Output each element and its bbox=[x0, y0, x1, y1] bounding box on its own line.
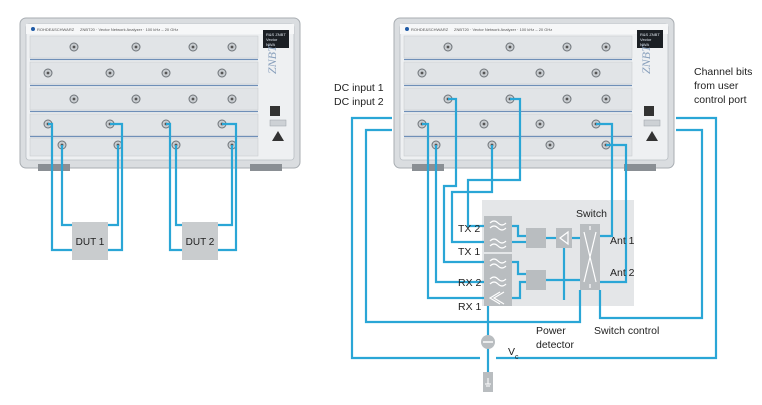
combiner-block bbox=[526, 228, 546, 248]
module-wiring bbox=[350, 97, 718, 372]
brand-label: ROHDE&SCHWARZ bbox=[37, 27, 75, 32]
vc-subscript: c bbox=[515, 354, 519, 361]
model-label: ZNBT20 · Vector Network Analyzer · 100 k… bbox=[454, 27, 552, 32]
display-screen bbox=[637, 30, 663, 48]
channel-bits-label: control port bbox=[694, 94, 747, 106]
dut-label: DUT 2 bbox=[186, 237, 215, 248]
dc-input-2-label: DC input 2 bbox=[334, 96, 384, 108]
switch-icon bbox=[583, 226, 597, 288]
port-indicator-icon bbox=[270, 106, 280, 116]
channel-bits-label: from user bbox=[694, 80, 739, 92]
display-line: NWA bbox=[266, 42, 276, 47]
rs-logo-icon bbox=[31, 27, 35, 31]
warning-icon bbox=[272, 131, 284, 141]
filter-icon bbox=[489, 220, 507, 231]
ground-icon bbox=[485, 378, 491, 387]
port-indicator-icon bbox=[644, 106, 654, 116]
display-line: R&S ZNBT bbox=[266, 32, 286, 37]
amplifier-icon bbox=[488, 291, 505, 305]
combiner-block bbox=[526, 270, 546, 290]
dc-input-1-label: DC input 1 bbox=[334, 82, 384, 94]
switch-block bbox=[580, 224, 600, 290]
display-line: NWA bbox=[640, 42, 650, 47]
channel-bits-label: Channel bits bbox=[694, 66, 752, 78]
display-line: Vector bbox=[640, 37, 652, 42]
filter-icon bbox=[489, 238, 507, 249]
diode-icon bbox=[559, 230, 569, 246]
rx1-label: RX 1 bbox=[458, 301, 482, 313]
rx2-label: RX 2 bbox=[458, 277, 482, 289]
ant2-label: Ant 2 bbox=[610, 267, 635, 279]
dut-label: DUT 1 bbox=[76, 237, 105, 248]
dut-box-2: DUT 2 bbox=[182, 222, 218, 260]
instrument-right: ROHDE&SCHWARZ ZNBT20 · Vector Network An… bbox=[393, 17, 675, 171]
display-line: Vector bbox=[266, 37, 278, 42]
dut-cables bbox=[48, 122, 238, 252]
display-line: R&S ZNBT bbox=[640, 32, 660, 37]
tx2-label: TX 2 bbox=[458, 223, 480, 235]
display-screen bbox=[263, 30, 289, 48]
ant1-label: Ant 1 bbox=[610, 235, 635, 247]
filter-bank bbox=[484, 216, 512, 306]
vc-label: V bbox=[508, 346, 515, 358]
filter-icon bbox=[489, 258, 507, 269]
model-label: ZNBT20 · Vector Network Analyzer · 100 k… bbox=[80, 27, 178, 32]
instrument-left: ROHDE&SCHWARZ ZNBT20 · Vector Network An… bbox=[19, 17, 301, 171]
switch-control-label: Switch control bbox=[594, 325, 659, 337]
brand-label: ROHDE&SCHWARZ bbox=[411, 27, 449, 32]
rs-logo-icon bbox=[405, 27, 409, 31]
svg-text:ZNBT: ZNBT bbox=[639, 44, 653, 74]
switch-label: Switch bbox=[576, 208, 607, 220]
filter-icon bbox=[489, 276, 507, 287]
svg-text:ZNBT: ZNBT bbox=[265, 44, 279, 74]
power-detector-block bbox=[556, 228, 572, 248]
power-detector-label: Power bbox=[536, 325, 566, 337]
tx1-label: TX 1 bbox=[458, 246, 480, 258]
power-detector-label: detector bbox=[536, 339, 574, 351]
voltage-source bbox=[481, 335, 495, 392]
dut-box-1: DUT 1 bbox=[72, 222, 108, 260]
warning-icon bbox=[646, 131, 658, 141]
